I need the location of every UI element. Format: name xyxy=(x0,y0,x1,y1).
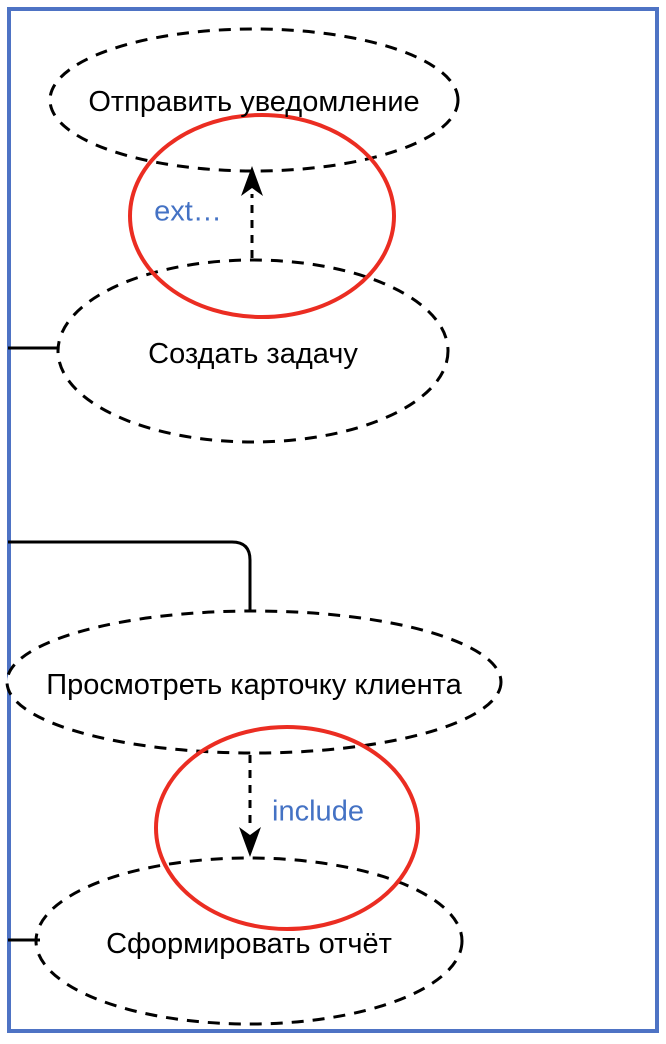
highlight-ellipse-extend xyxy=(128,113,396,319)
include-label: include xyxy=(272,795,364,828)
arrowhead-up-icon xyxy=(241,166,263,196)
extend-label: ext… xyxy=(154,195,222,228)
arrowhead-down-icon xyxy=(239,827,261,857)
actor-connector-view-client-card xyxy=(8,540,252,611)
highlight-ellipse-include xyxy=(154,725,420,931)
usecase-label-send-notification: Отправить уведомление xyxy=(88,86,420,119)
diagram-frame xyxy=(7,7,659,1033)
usecase-create-task xyxy=(56,258,450,444)
usecase-label-view-client-card: Просмотреть карточку клиента xyxy=(46,669,462,702)
usecase-view-client-card xyxy=(5,609,503,755)
usecase-send-notification xyxy=(48,27,460,173)
usecase-label-generate-report: Сформировать отчёт xyxy=(106,928,392,961)
usecase-label-create-task: Создать задачу xyxy=(148,338,358,371)
